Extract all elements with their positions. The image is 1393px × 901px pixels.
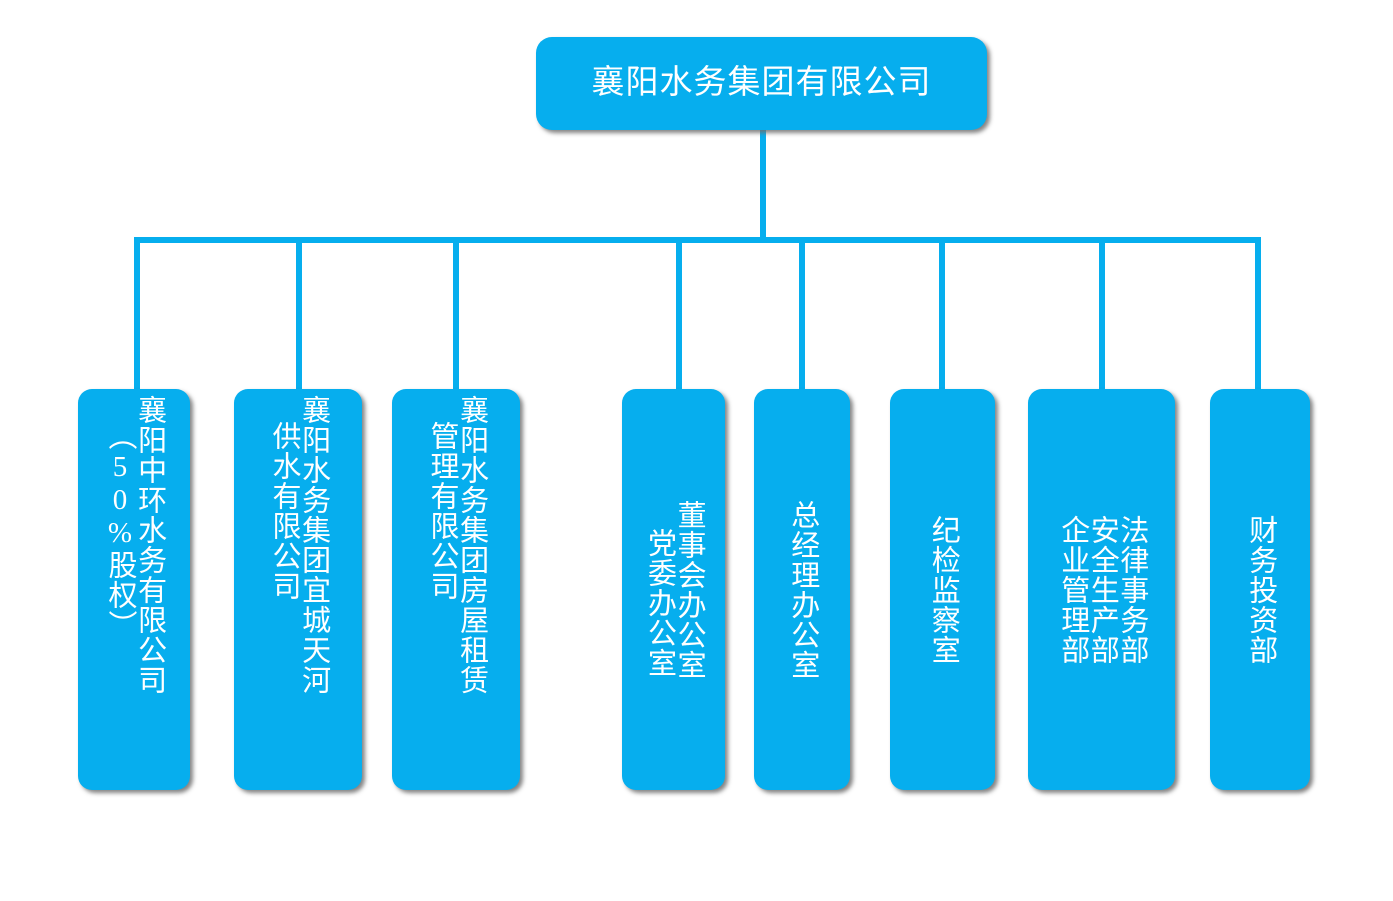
node-text-column-1: 财务投资部 (1244, 514, 1277, 665)
connector-drop-8 (1255, 237, 1261, 389)
node-root[interactable]: 襄阳水务集团有限公司 (536, 37, 987, 130)
node-house-lease-management[interactable]: 襄阳水务集团房屋租赁 管理有限公司 (392, 389, 520, 790)
connector-drop-2 (296, 237, 302, 389)
node-yicheng-tianhe-water-supply[interactable]: 襄阳水务集团宜城天河 供水有限公司 (234, 389, 362, 790)
node-text-column-1: 纪检监察室 (927, 514, 960, 665)
node-text-column-1: 总经理办公室 (786, 499, 819, 680)
node-text-column-3: 企业管理部 (1056, 514, 1089, 665)
connector-drop-4 (676, 237, 682, 389)
node-text-column-1: 襄阳水务集团房屋租赁 (455, 395, 488, 695)
connector-root-stem (760, 130, 766, 242)
node-legal-safety-enterprise-dept[interactable]: 法律事务部 安全生产部 企业管理部 (1028, 389, 1175, 790)
node-text-columns: 董事会办公室 党委办公室 (622, 389, 725, 790)
node-xiangyang-zhonghuan-water[interactable]: 襄阳中环水务有限公司 （50%股权） (78, 389, 190, 790)
connector-drop-3 (453, 237, 459, 389)
node-text-columns: 襄阳水务集团宜城天河 供水有限公司 (234, 389, 362, 790)
node-text-column-2: 管理有限公司 (426, 421, 458, 601)
connector-drop-6 (939, 237, 945, 389)
node-finance-investment-dept[interactable]: 财务投资部 (1210, 389, 1310, 790)
node-text-columns: 法律事务部 安全生产部 企业管理部 (1028, 389, 1175, 790)
node-text-columns: 总经理办公室 (754, 389, 850, 790)
node-text-columns: 纪检监察室 (890, 389, 995, 790)
node-text-column-1: 法律事务部 (1115, 514, 1148, 665)
node-text-column-1: 董事会办公室 (673, 499, 706, 680)
node-root-label: 襄阳水务集团有限公司 (591, 65, 932, 101)
node-text-column-2: 供水有限公司 (268, 421, 300, 601)
node-text-columns: 财务投资部 (1210, 389, 1310, 790)
node-board-and-party-office[interactable]: 董事会办公室 党委办公室 (622, 389, 725, 790)
connector-drop-1 (134, 237, 140, 389)
node-text-columns: 襄阳中环水务有限公司 （50%股权） (78, 389, 190, 790)
connector-drop-7 (1099, 237, 1105, 389)
node-discipline-inspection-office[interactable]: 纪检监察室 (890, 389, 995, 790)
node-text-column-2: 安全生产部 (1086, 514, 1119, 665)
node-text-columns: 襄阳水务集团房屋租赁 管理有限公司 (392, 389, 520, 790)
node-text-column-2: （50%股权） (104, 421, 136, 640)
node-general-manager-office[interactable]: 总经理办公室 (754, 389, 850, 790)
node-text-column-2: 党委办公室 (643, 527, 676, 678)
connector-drop-5 (799, 237, 805, 389)
node-text-column-1: 襄阳中环水务有限公司 (133, 395, 166, 695)
connector-horizontal-bus (134, 237, 1261, 243)
node-text-column-1: 襄阳水务集团宜城天河 (297, 395, 330, 695)
